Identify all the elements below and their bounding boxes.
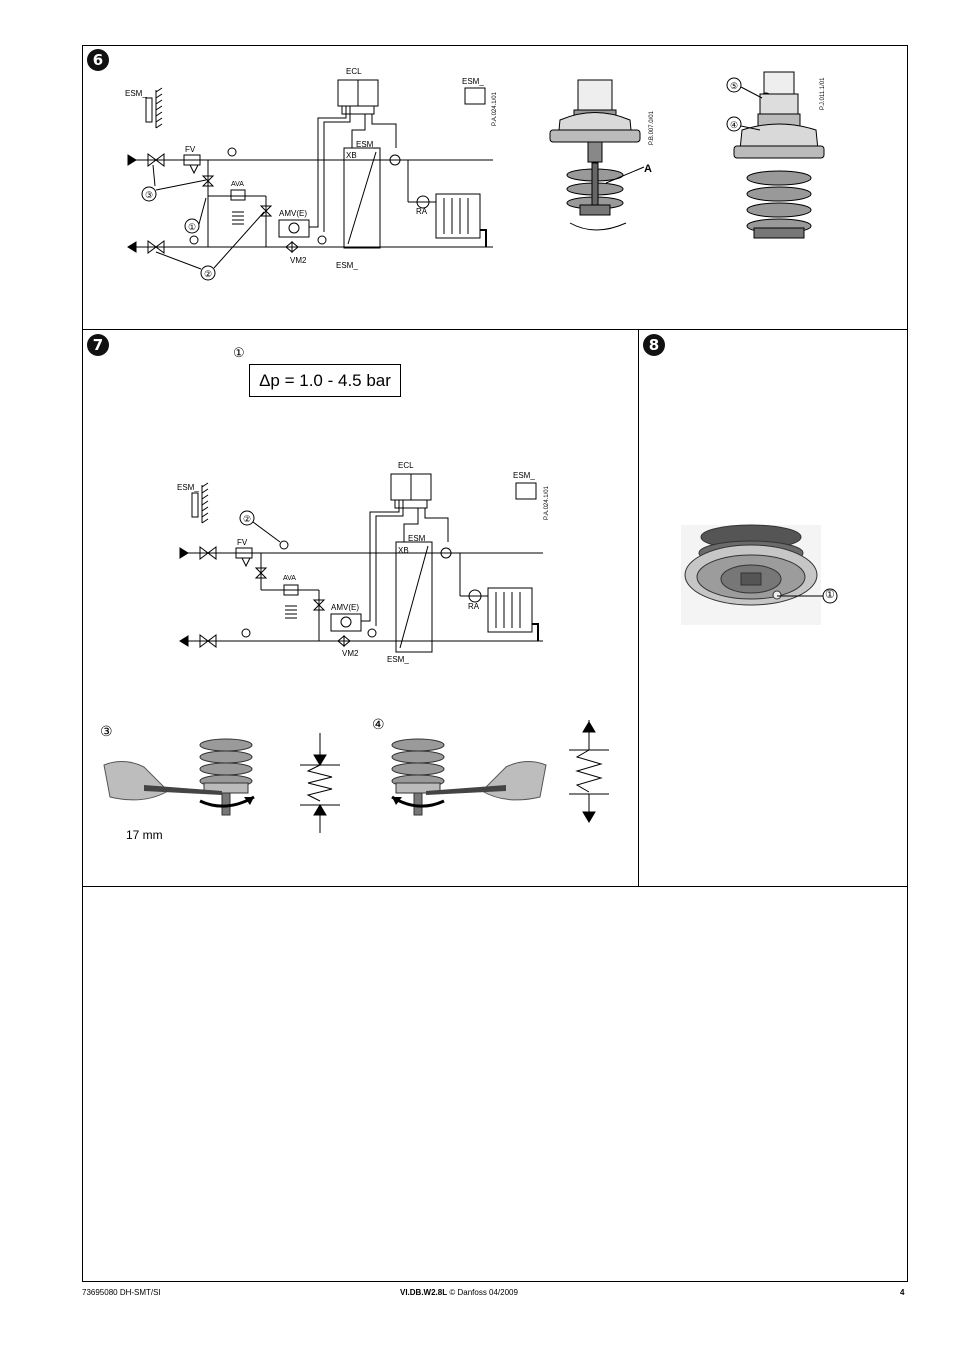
spring-base-photo-drawing <box>681 524 821 625</box>
section-7-badge: 7 <box>87 334 109 356</box>
diagram-label: FV <box>185 145 196 154</box>
diagram-label: AVA <box>283 575 296 582</box>
doc-code-bold: VI.DB.W2.8L <box>400 1288 448 1297</box>
callout-5: ⑤ <box>730 81 738 91</box>
doc-code: VI.DB.W2.8L © Danfoss 04/2009 <box>400 1288 518 1297</box>
blank-section-frame <box>82 886 908 1282</box>
drawing-code: P.A.024.1/01 <box>492 91 498 126</box>
diagram-label: RA <box>416 207 428 216</box>
diagram-label: ECL <box>398 461 414 470</box>
section-6-badge: 6 <box>87 49 109 71</box>
diagram-label: ESM_ <box>177 483 199 492</box>
doc-copyright: © Danfoss 04/2009 <box>447 1288 518 1297</box>
diagram-label: ESM_ <box>356 140 378 149</box>
drawing-code-c: P.J.011.1/01 <box>820 77 826 110</box>
actuator-a-drawing: A P.B.007.0/01 <box>549 79 655 231</box>
drawing-code-b: P.B.007.0/01 <box>649 110 655 145</box>
dp-callout: ① <box>233 345 245 360</box>
compressed-spring-symbol <box>300 733 340 833</box>
section-8-callout: ① <box>825 589 835 601</box>
step-3-spring-tighten-drawing <box>103 738 255 816</box>
label-a: A <box>644 163 652 175</box>
diagram-label: VM2 <box>290 256 307 265</box>
diagram-label: AVA <box>231 181 244 188</box>
diagram-label: ESM_ <box>462 77 484 86</box>
diagram-label: ESM_ <box>387 655 409 664</box>
diagram-label: ESM_ <box>125 89 147 98</box>
step-3-callout: ③ <box>100 723 113 739</box>
diagram-callout: ② <box>204 269 212 279</box>
diagram-label: FV <box>237 538 248 547</box>
dp-range-label: Δp = 1.0 - 4.5 bar <box>249 364 401 397</box>
diagram-label: AMV(E) <box>331 603 359 612</box>
diagram-label: AMV(E) <box>279 209 307 218</box>
drawing-code: P.A.024.1/01 <box>544 485 550 520</box>
step-4-spring-loosen-drawing <box>391 738 547 816</box>
diagram-label: XB <box>398 546 409 555</box>
extended-spring-symbol <box>569 720 609 823</box>
wrench-size-label: 17 mm <box>126 828 163 842</box>
step-4-callout: ④ <box>372 716 385 732</box>
diagram-label: RA <box>468 602 480 611</box>
diagram-label: ECL <box>346 67 362 76</box>
diagram-label: VM2 <box>342 649 359 658</box>
section-8-callout-line <box>777 588 838 604</box>
diagram-label: ESM_ <box>513 471 535 480</box>
diagram-label: ESM_ <box>336 261 358 270</box>
diagram-label: ESM <box>408 534 426 543</box>
doc-number: 73695080 DH-SMT/SI <box>82 1288 161 1297</box>
diagram-callout: ① <box>188 222 196 232</box>
callout-4: ④ <box>730 120 738 130</box>
diagram-label: XB <box>346 151 357 160</box>
page-number: 4 <box>900 1288 905 1297</box>
diagram-callout: ③ <box>145 190 153 200</box>
section-8-badge: 8 <box>643 334 665 356</box>
diagram-callout: ② <box>243 514 251 524</box>
actuator-b-drawing: ⑤ ④ P.J.011.1/01 <box>726 71 826 239</box>
